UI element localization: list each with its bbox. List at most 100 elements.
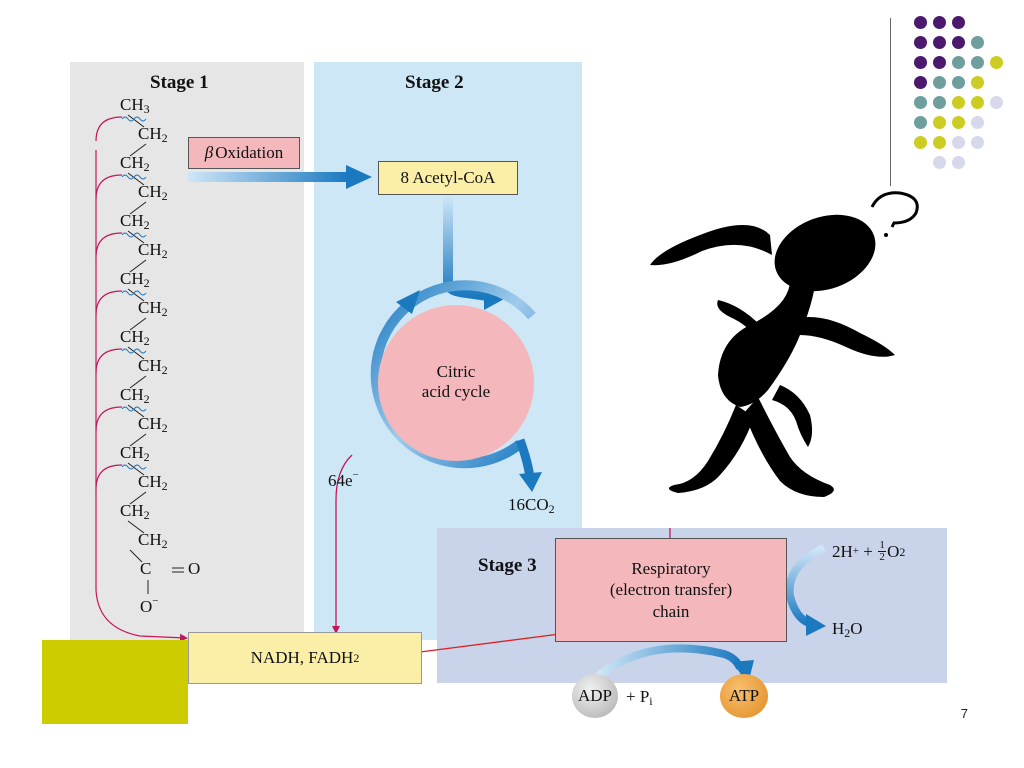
molecule-ch2: CH2 (138, 530, 168, 551)
stage1-title: Stage 1 (150, 72, 209, 93)
beta-symbol: β (204, 143, 214, 162)
atp-label: ATP (728, 686, 760, 705)
molecule-ch2: CH2 (120, 153, 150, 174)
molecule-ch2: CH2 (138, 472, 168, 493)
decor-dot (933, 136, 946, 149)
decor-dot (933, 76, 946, 89)
atp-oval: ATP (720, 674, 768, 718)
stage2-title: Stage 2 (405, 72, 464, 93)
oxygen-plus: + (859, 542, 878, 561)
citric-cycle-circle (378, 305, 534, 461)
electrons-text: 64e (328, 471, 353, 490)
citric-cycle-line2: acid cycle (421, 382, 491, 402)
molecule-ch2: CH2 (120, 269, 150, 290)
water-h: H (832, 619, 845, 638)
decor-dot (952, 16, 965, 29)
decor-dot (952, 96, 965, 109)
molecule-ch2: CH2 (120, 385, 150, 406)
adp-oval: ADP (572, 674, 618, 718)
water-o: O (850, 619, 863, 638)
beta-oxidation-box: β Oxidation (188, 137, 300, 169)
fraction-num: 1 (879, 539, 885, 551)
fraction-den: 2 (879, 551, 885, 563)
acetyl-coa-box: 8 Acetyl-CoA (378, 161, 518, 195)
citric-cycle-line1: Citric (436, 362, 476, 381)
decor-dot (952, 36, 965, 49)
decor-dot (971, 56, 984, 69)
molecule-ch2: CH2 (138, 414, 168, 435)
oxygen-fraction: 1 2 (878, 539, 887, 563)
decor-dot (914, 36, 927, 49)
molecule-to-nadh-lines (95, 116, 188, 642)
decor-dot (933, 16, 946, 29)
electrons-charge: − (352, 469, 359, 481)
molecule-ch2: CH2 (120, 327, 150, 348)
electrons-arrow (332, 454, 353, 634)
decor-dot (990, 56, 1003, 69)
decor-dot (933, 156, 946, 169)
phosphate-label: + Pi (626, 688, 653, 707)
citric-cycle-ring (370, 280, 542, 492)
accent-block (42, 640, 188, 724)
adp-label: ADP (577, 686, 612, 705)
decor-dot (914, 136, 927, 149)
co2-sub: 2 (548, 502, 555, 516)
thinking-person-clipart (650, 191, 919, 497)
phosphate-text: + P (626, 687, 650, 706)
page-number: 7 (960, 706, 968, 721)
decor-dot (952, 136, 965, 149)
water-sub: 2 (844, 626, 851, 640)
molecule-carboxyl-o: O (188, 559, 201, 578)
decor-dot (990, 96, 1003, 109)
molecule-ch2: CH2 (120, 501, 150, 522)
molecule-ch2: CH2 (138, 124, 168, 145)
decor-dot (971, 136, 984, 149)
decor-dot (952, 156, 965, 169)
decor-dot (914, 96, 927, 109)
respiratory-line1: Respiratory (631, 559, 711, 579)
fraction-bar (878, 551, 887, 552)
acetyl-coa-label: 8 Acetyl-CoA (400, 168, 496, 187)
citric-cycle-label: Citric acid cycle (396, 362, 516, 403)
co2-text: 16CO (508, 495, 549, 514)
decor-dot (914, 76, 927, 89)
decor-dot (971, 76, 984, 89)
molecule-ch2: CH2 (138, 182, 168, 203)
respiratory-line3: chain (652, 601, 690, 621)
oxygen-o-sub: 2 (899, 544, 906, 559)
decor-dot (971, 36, 984, 49)
decor-dot (952, 116, 965, 129)
respiratory-chain-box: Respiratory (electron transfer) chain (555, 538, 787, 642)
nadh-sub: 2 (353, 650, 360, 665)
beta-to-acetyl-arrow (188, 165, 372, 189)
oxygen-o: O (887, 542, 900, 561)
molecule-ch2: CH2 (138, 356, 168, 377)
nadh-text: NADH, FADH (250, 648, 354, 667)
oxygen-plus-charge: + (852, 545, 859, 557)
molecule-ch2: CH2 (138, 298, 168, 319)
decor-dot (914, 56, 927, 69)
decor-dot (914, 116, 927, 129)
molecule-bonds (121, 114, 184, 594)
decor-dot (952, 76, 965, 89)
phosphate-sub: i (649, 694, 653, 708)
decor-dot (933, 116, 946, 129)
decor-dot (952, 56, 965, 69)
oxygen-2h: 2H (832, 542, 853, 561)
decor-dot (914, 16, 927, 29)
respiratory-line2: (electron transfer) (609, 580, 733, 600)
decor-dot (971, 116, 984, 129)
molecule-ch2: CH2 (120, 443, 150, 464)
oxygen-to-water-arrow (785, 544, 826, 636)
decor-dot (933, 36, 946, 49)
molecule-ch3: CH3 (120, 95, 150, 116)
question-mark-icon (870, 191, 919, 237)
decor-dot (971, 96, 984, 109)
stage3-title: Stage 3 (478, 555, 537, 576)
molecule-ch2: CH2 (138, 240, 168, 261)
molecule-carboxyl-ominus: O− (140, 595, 159, 616)
molecule-ch2: CH2 (120, 211, 150, 232)
